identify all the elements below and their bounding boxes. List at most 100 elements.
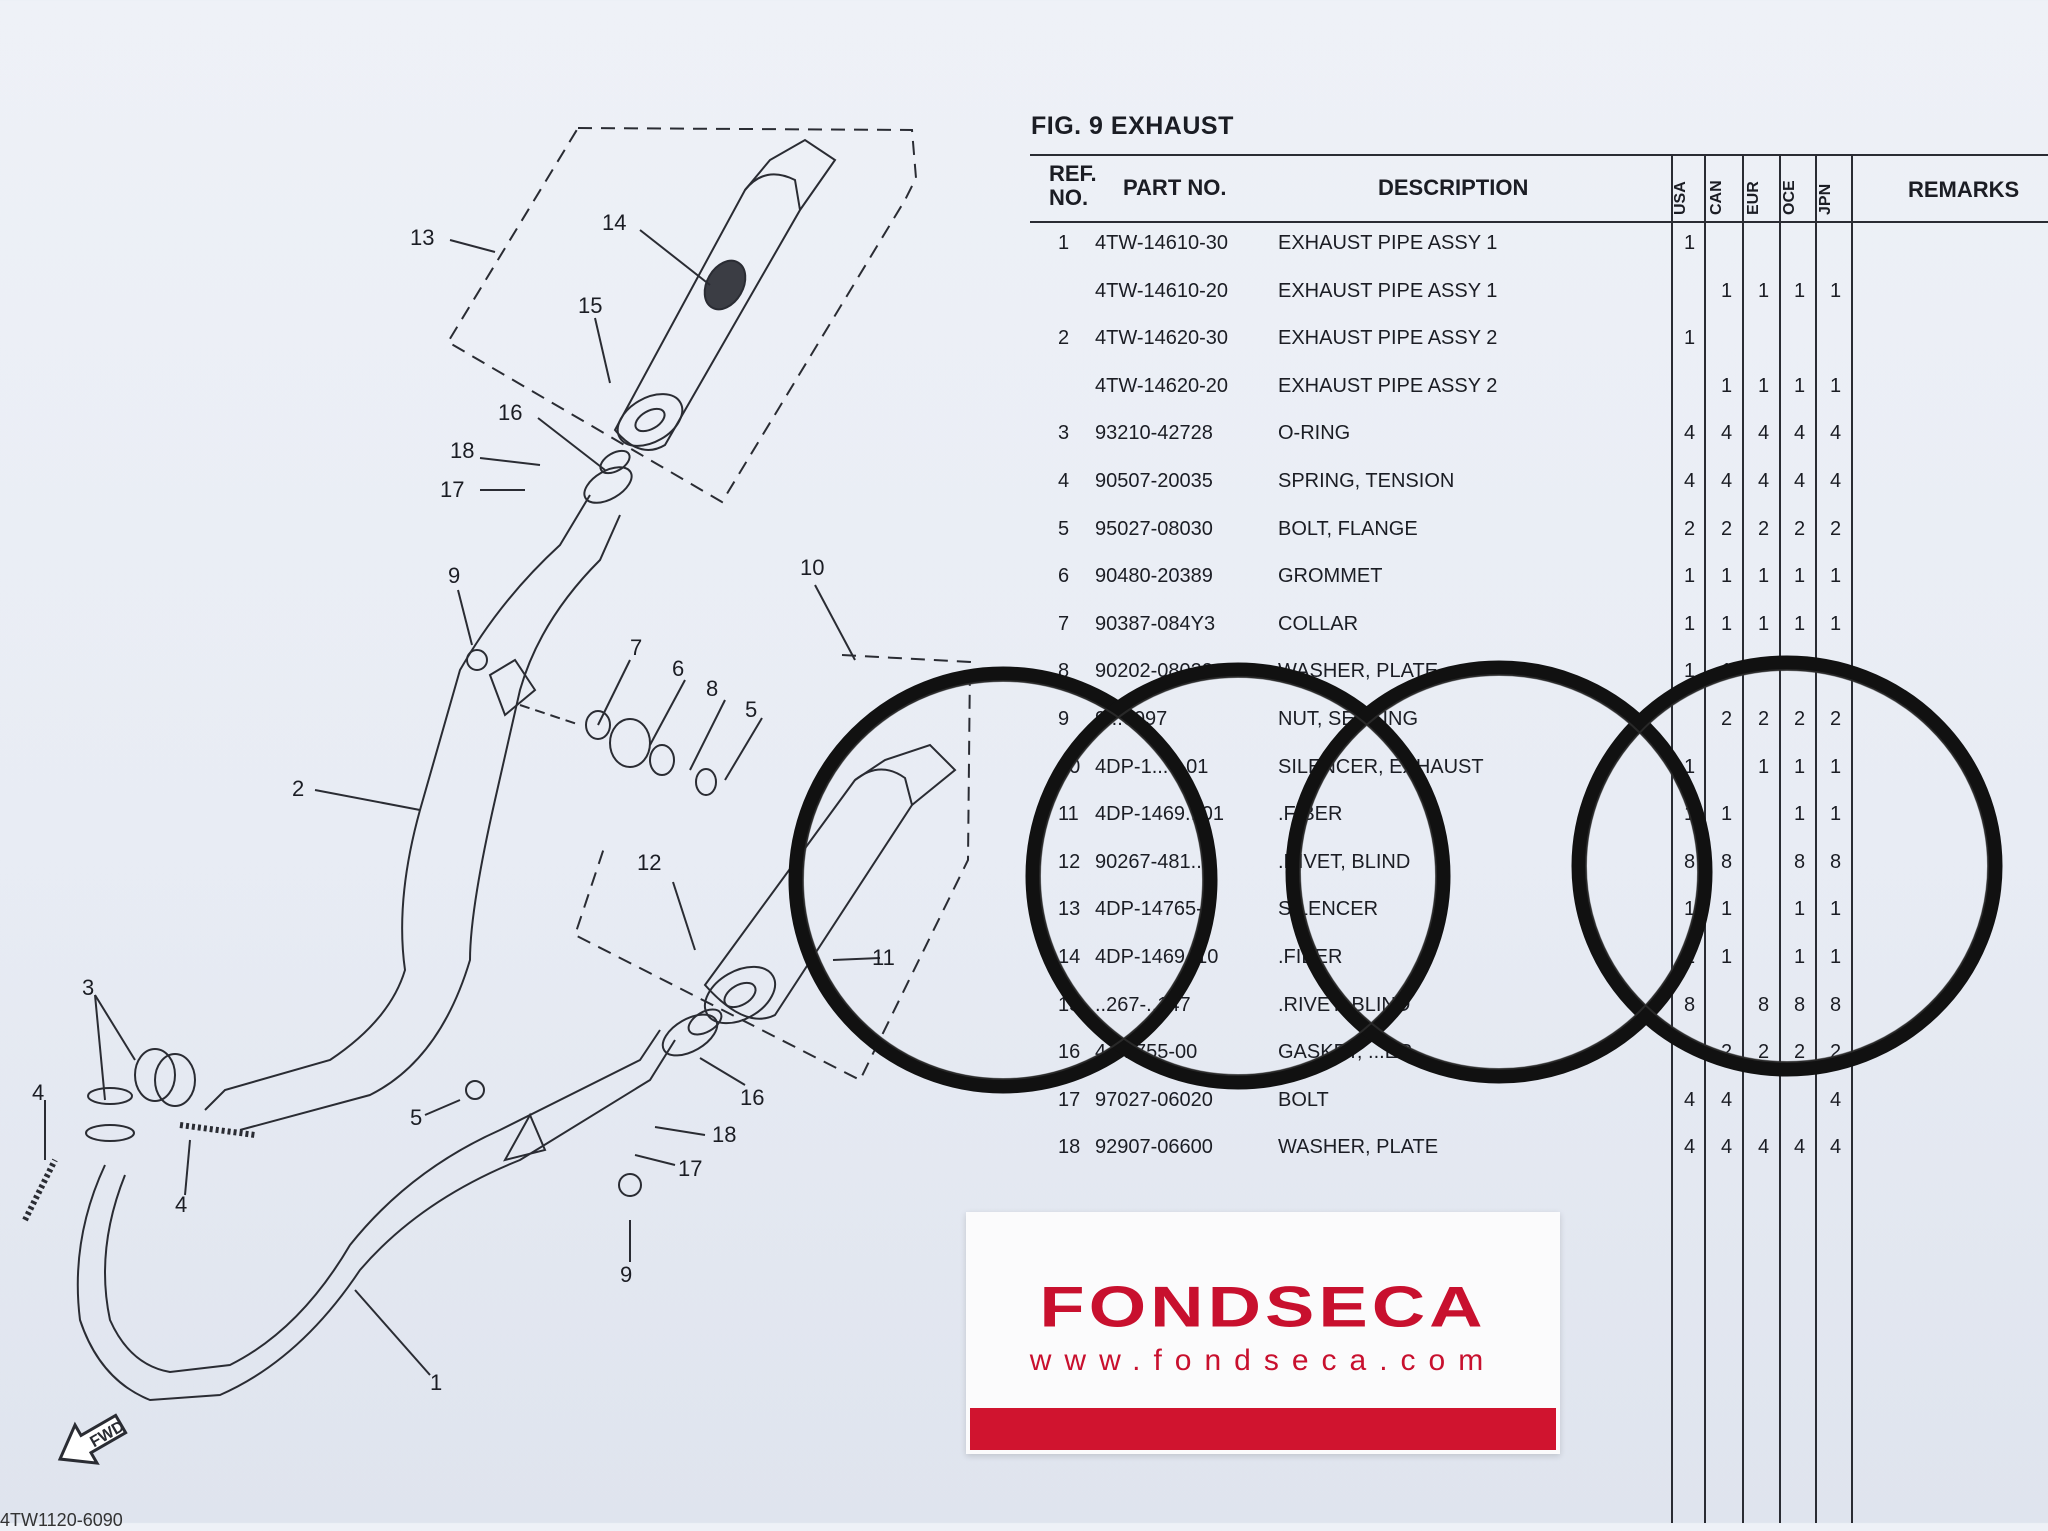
row-qty-usa: 1	[1684, 755, 1696, 778]
row-ref-no: 3	[1058, 422, 1070, 445]
row-qty-usa: 4	[1684, 422, 1696, 445]
row-part-no: 90507-20035	[1095, 470, 1213, 492]
row-description: WASHER, PLATE	[1278, 660, 1439, 683]
row-qty-usa: 1	[1684, 898, 1696, 921]
row-qty-can: 1	[1721, 374, 1733, 397]
row-description: O-RING	[1278, 422, 1351, 445]
row-qty-jpn: 1	[1830, 612, 1842, 635]
row-part-no: 90267-481..	[1095, 850, 1202, 873]
row-qty-eur: 1	[1758, 612, 1770, 635]
header-ref-line2: NO.	[1049, 185, 1089, 210]
row-description: GROMMET	[1278, 565, 1383, 588]
row-part-no: 92907-06600	[1095, 1136, 1213, 1159]
row-ref-no: 6	[1058, 565, 1070, 588]
row-description: BOLT	[1278, 1088, 1329, 1111]
header-description: DESCRIPTION	[1378, 175, 1529, 200]
row-qty-oce: 1	[1794, 374, 1806, 397]
row-qty-can: 1	[1721, 803, 1733, 826]
row-qty-oce: 1	[1794, 755, 1806, 778]
callout-13: 13	[410, 225, 434, 250]
row-qty-oce: 4	[1794, 1136, 1806, 1159]
row-qty-eur: 1	[1758, 374, 1770, 397]
row-qty-oce: 1	[1794, 279, 1806, 302]
row-qty-jpn: 8	[1830, 993, 1842, 1016]
row-description: EXHAUST PIPE ASSY 1	[1278, 232, 1498, 254]
row-ref-no: 13	[1058, 898, 1081, 921]
callout-11: 11	[872, 945, 895, 970]
fwd-badge: FWD	[57, 1413, 128, 1465]
callout-16: 16	[498, 400, 522, 425]
header-remarks: REMARKS	[1908, 177, 2020, 202]
row-qty-jpn: 2	[1830, 708, 1842, 730]
fiber-14	[703, 259, 747, 311]
row-qty-jpn: 8	[1830, 850, 1842, 873]
row-ref-no: 5	[1058, 517, 1070, 540]
row-description: EXHAUST PIPE ASSY 1	[1278, 279, 1498, 302]
callout-14: 14	[602, 210, 626, 235]
callout-4a: 4	[32, 1080, 44, 1105]
header-ref-line1: REF.	[1049, 161, 1097, 186]
row-qty-usa: 2	[1684, 517, 1696, 540]
row-ref-no: 14	[1058, 946, 1081, 968]
row-part-no: 4TW-14620-20	[1095, 374, 1229, 397]
row-qty-eur: 2	[1758, 1041, 1770, 1064]
row-part-no: 4TW-14620-30	[1095, 327, 1229, 350]
o-ring-3	[1285, 660, 1713, 1084]
row-qty-eur: 8	[1758, 993, 1770, 1016]
row-qty-eur: 4	[1758, 1136, 1770, 1159]
row-qty-oce: 4	[1794, 422, 1806, 445]
row-qty-can: 4	[1721, 422, 1733, 445]
row-qty-oce: 1	[1794, 898, 1806, 921]
row-qty-can: 2	[1721, 708, 1733, 730]
callout-18b: 18	[712, 1122, 736, 1147]
row-qty-oce: 8	[1794, 850, 1806, 873]
row-ref-no: 2	[1058, 327, 1070, 350]
header-ref: REF. NO.	[1049, 162, 1097, 210]
figure-title: FIG. 9 EXHAUST	[1031, 112, 1234, 140]
row-qty-usa: 1	[1684, 565, 1696, 588]
row-qty-usa: 4	[1684, 1136, 1696, 1159]
row-ref-no: 9	[1058, 708, 1070, 730]
row-qty-jpn: 1	[1830, 946, 1842, 968]
row-qty-can: 2	[1721, 517, 1733, 540]
callout-18: 18	[450, 438, 474, 463]
silencer-13-outline-box	[446, 126, 918, 504]
row-qty-can: 8	[1721, 850, 1733, 873]
callout-17: 17	[440, 477, 464, 502]
o-ring-1	[788, 666, 1218, 1094]
callout-9: 9	[448, 563, 460, 588]
row-ref-no: 17	[1058, 1088, 1081, 1111]
callout-4b: 4	[175, 1192, 187, 1217]
row-qty-can: 1	[1721, 565, 1733, 588]
callout-2: 2	[292, 776, 304, 801]
row-ref-no: 16	[1058, 1041, 1081, 1064]
row-qty-jpn: 1	[1830, 565, 1842, 588]
row-qty-jpn: 1	[1830, 374, 1842, 397]
row-qty-can: 4	[1721, 470, 1733, 492]
row-ref-no: 1	[1058, 232, 1070, 254]
row-qty-jpn: 2	[1830, 517, 1842, 540]
row-ref-no: 4	[1058, 470, 1070, 492]
row-qty-eur: 2	[1758, 708, 1770, 730]
row-qty-oce: 1	[1794, 612, 1806, 635]
row-part-no: 90480-20389	[1095, 565, 1213, 588]
row-qty-jpn: 4	[1830, 1136, 1842, 1159]
callout-7: 7	[630, 635, 642, 660]
exhaust-exploded-diagram: FWD 13 14 15 16 18 17 9 7 6 8 5 10 2 12 …	[22, 126, 972, 1465]
row-qty-oce: 2	[1794, 708, 1806, 730]
row-qty-can: 1	[1721, 946, 1733, 968]
row-qty-eur: 1	[1758, 565, 1770, 588]
row-qty-oce: 2	[1794, 1041, 1806, 1064]
row-description: BOLT, FLANGE	[1278, 517, 1418, 540]
row-qty-eur: 4	[1758, 422, 1770, 445]
row-qty-jpn: 1	[1830, 279, 1842, 302]
row-qty-jpn: 4	[1830, 470, 1842, 492]
fondseca-logo-card: FONDSECA www.fondseca.com	[966, 1212, 1560, 1454]
row-qty-jpn: 1	[1830, 755, 1842, 778]
o-ring-4	[1571, 655, 2003, 1077]
row-qty-jpn: 1	[1830, 898, 1842, 921]
row-qty-can: 1	[1721, 279, 1733, 302]
row-part-no: 4DP-14765-..	[1095, 898, 1214, 921]
row-qty-usa: 8	[1684, 993, 1696, 1016]
